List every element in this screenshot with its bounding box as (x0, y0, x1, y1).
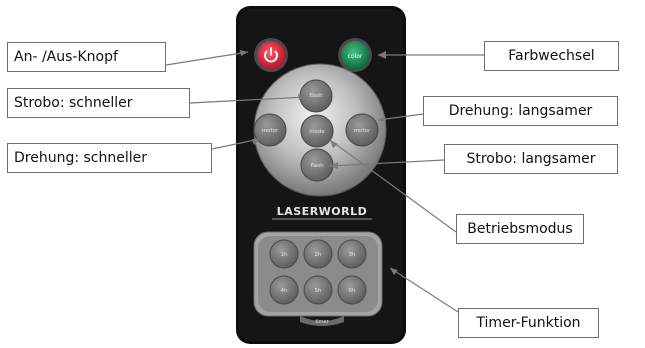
label-color-change: Farbwechsel (484, 41, 619, 71)
label-rotation-faster: Drehung: schneller (7, 143, 212, 173)
label-mode: Betriebsmodus (456, 214, 584, 244)
rotation-faster-button-label: motor (262, 128, 279, 134)
timer-button-1[interactable]: 1h (269, 239, 299, 269)
power-icon (264, 47, 278, 63)
timer-button-5[interactable]: 5h (303, 275, 333, 305)
power-button[interactable] (254, 38, 288, 72)
rotation-faster-button[interactable]: motor (253, 113, 287, 147)
leader-line-power (165, 51, 249, 66)
timer-button-2[interactable]: 2h (303, 239, 333, 269)
label-power: An- /Aus-Knopf (7, 42, 166, 72)
timer-button-label: 4h (281, 288, 288, 294)
strobe-slower-button[interactable]: flash (300, 148, 334, 182)
color-button-label: color (348, 53, 363, 60)
brand-logo: LASERWORLD (277, 205, 368, 218)
mode-button[interactable]: mode (300, 114, 334, 148)
strobe-slower-button-label: flash (310, 163, 324, 169)
timer-button-6[interactable]: 6h (337, 275, 367, 305)
timer-caption: timer (315, 319, 329, 325)
timer-button-label: 3h (349, 252, 356, 258)
timer-button-label: 6h (349, 288, 356, 294)
color-button[interactable]: color (338, 38, 372, 72)
rotation-slower-button[interactable]: motor (345, 113, 379, 147)
leader-lines (165, 51, 484, 313)
rotation-slower-button-label: motor (354, 128, 371, 134)
leader-line-rotation-faster (211, 138, 261, 150)
timer-button-label: 5h (315, 288, 322, 294)
timer-button-4[interactable]: 4h (269, 275, 299, 305)
timer-button-label: 2h (315, 252, 322, 258)
timer-button-label: 1h (281, 252, 288, 258)
strobe-faster-button-label: flash (309, 93, 323, 99)
timer-button-3[interactable]: 3h (337, 239, 367, 269)
leader-line-timer (389, 267, 459, 313)
label-strobe-faster: Strobo: schneller (7, 88, 190, 118)
label-strobe-slower: Strobo: langsamer (444, 144, 618, 174)
label-rotation-slower: Drehung: langsamer (423, 96, 618, 126)
leader-line-strobe-slower (329, 159, 445, 167)
leader-line-mode (329, 139, 457, 233)
label-timer: Timer-Funktion (458, 308, 599, 338)
leader-line-strobe-faster (189, 96, 307, 104)
mode-button-label: mode (309, 129, 325, 135)
strobe-faster-button[interactable]: flash (299, 79, 333, 113)
